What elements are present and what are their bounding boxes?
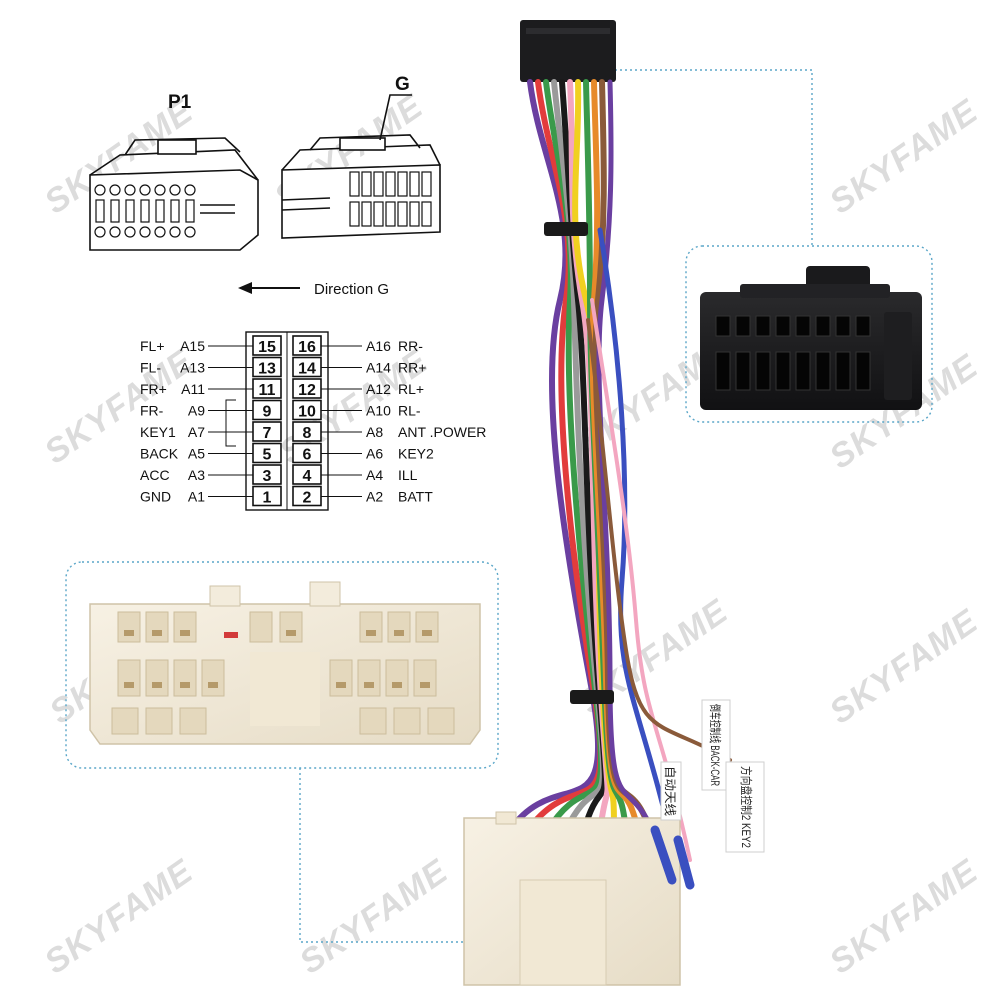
pin-code-6: A6 xyxy=(366,446,383,462)
pin-number-1: 1 xyxy=(263,490,272,507)
pin-number-15: 15 xyxy=(258,339,276,356)
p1-label: P1 xyxy=(168,92,192,113)
wire-tag-1: 倒车控制线 BACK-CAR xyxy=(701,699,731,791)
watermark-12: SKYFAME xyxy=(293,852,455,982)
pin-number-14: 14 xyxy=(298,361,316,378)
pin-func-10: RL- xyxy=(398,403,421,419)
pin-code-7: A7 xyxy=(188,424,205,440)
pin-number-4: 4 xyxy=(303,468,312,485)
callout-lines xyxy=(65,69,933,943)
wire-tag-1-text: 倒车控制线 BACK-CAR xyxy=(708,704,723,786)
pin-func-5: BACK xyxy=(140,446,179,462)
pin-code-15: A15 xyxy=(180,338,205,354)
pin-code-10: A10 xyxy=(366,403,391,419)
pin-number-3: 3 xyxy=(263,468,272,485)
pin-func-7: KEY1 xyxy=(140,424,176,440)
pin-number-10: 10 xyxy=(298,404,316,421)
pin-code-11: A11 xyxy=(181,381,205,397)
pin-func-1: GND xyxy=(140,489,171,505)
wire-tag-2-text: 自动天线 xyxy=(663,766,677,816)
pin-func-9: FR- xyxy=(140,403,164,419)
pin-func-2: BATT xyxy=(398,489,433,505)
pin-code-9: A9 xyxy=(188,403,205,419)
pin-func-14: RR+ xyxy=(398,360,426,376)
pin-func-8: ANT .POWER xyxy=(398,424,486,440)
pin-func-3: ACC xyxy=(140,467,170,483)
g-label: G xyxy=(395,74,410,95)
wire-tag-2: 自动天线 xyxy=(660,761,682,821)
pin-func-15: FL+ xyxy=(140,338,165,354)
pin-code-16: A16 xyxy=(366,338,391,354)
pin-func-12: RL+ xyxy=(398,381,424,397)
pin-number-2: 2 xyxy=(303,490,312,507)
watermark-13: SKYFAME xyxy=(823,852,985,982)
pin-code-14: A14 xyxy=(366,360,391,376)
pin-code-1: A1 xyxy=(188,489,205,505)
harness-top-connector xyxy=(520,20,616,82)
watermark-3: SKYFAME xyxy=(823,92,985,222)
pin-number-7: 7 xyxy=(263,425,272,442)
pin-func-13: FL- xyxy=(140,360,161,376)
wire-harness xyxy=(463,20,732,986)
pin-number-6: 6 xyxy=(303,447,312,464)
pin-func-4: ILL xyxy=(398,467,418,483)
pin-code-4: A4 xyxy=(366,467,383,483)
direction-label: Direction G xyxy=(314,281,389,298)
pin-number-8: 8 xyxy=(303,425,312,442)
watermark-10: SKYFAME xyxy=(823,602,985,732)
pin-number-11: 11 xyxy=(259,382,276,399)
wire-tag-3-text: 方向盘控制2 KEY2 xyxy=(739,766,754,848)
black-connector-photo xyxy=(700,266,922,410)
pin-number-9: 9 xyxy=(263,404,272,421)
pin-code-8: A8 xyxy=(366,424,383,440)
direction-arrow xyxy=(238,282,300,294)
pin-number-5: 5 xyxy=(263,447,272,464)
p1-connector-drawing xyxy=(89,137,259,251)
pin-code-13: A13 xyxy=(180,360,205,376)
pin-code-5: A5 xyxy=(188,446,205,462)
pin-number-12: 12 xyxy=(298,382,316,399)
g-connector-drawing xyxy=(281,94,441,239)
pin-code-3: A3 xyxy=(188,467,205,483)
cable-tie-bottom xyxy=(570,690,614,704)
pin-func-11: FR+ xyxy=(140,381,167,397)
pin-code-2: A2 xyxy=(366,489,383,505)
pin-func-6: KEY2 xyxy=(398,446,434,462)
pin-number-13: 13 xyxy=(258,361,276,378)
pin-code-12: A12 xyxy=(366,381,391,397)
pin-func-16: RR- xyxy=(398,338,423,354)
cream-connector-photo xyxy=(89,581,481,745)
cable-tie-top xyxy=(544,222,588,236)
pin-bracket xyxy=(225,399,236,447)
pin-number-16: 16 xyxy=(298,339,316,356)
watermark-11: SKYFAME xyxy=(38,852,200,982)
wire-tag-3: 方向盘控制2 KEY2 xyxy=(725,761,765,853)
